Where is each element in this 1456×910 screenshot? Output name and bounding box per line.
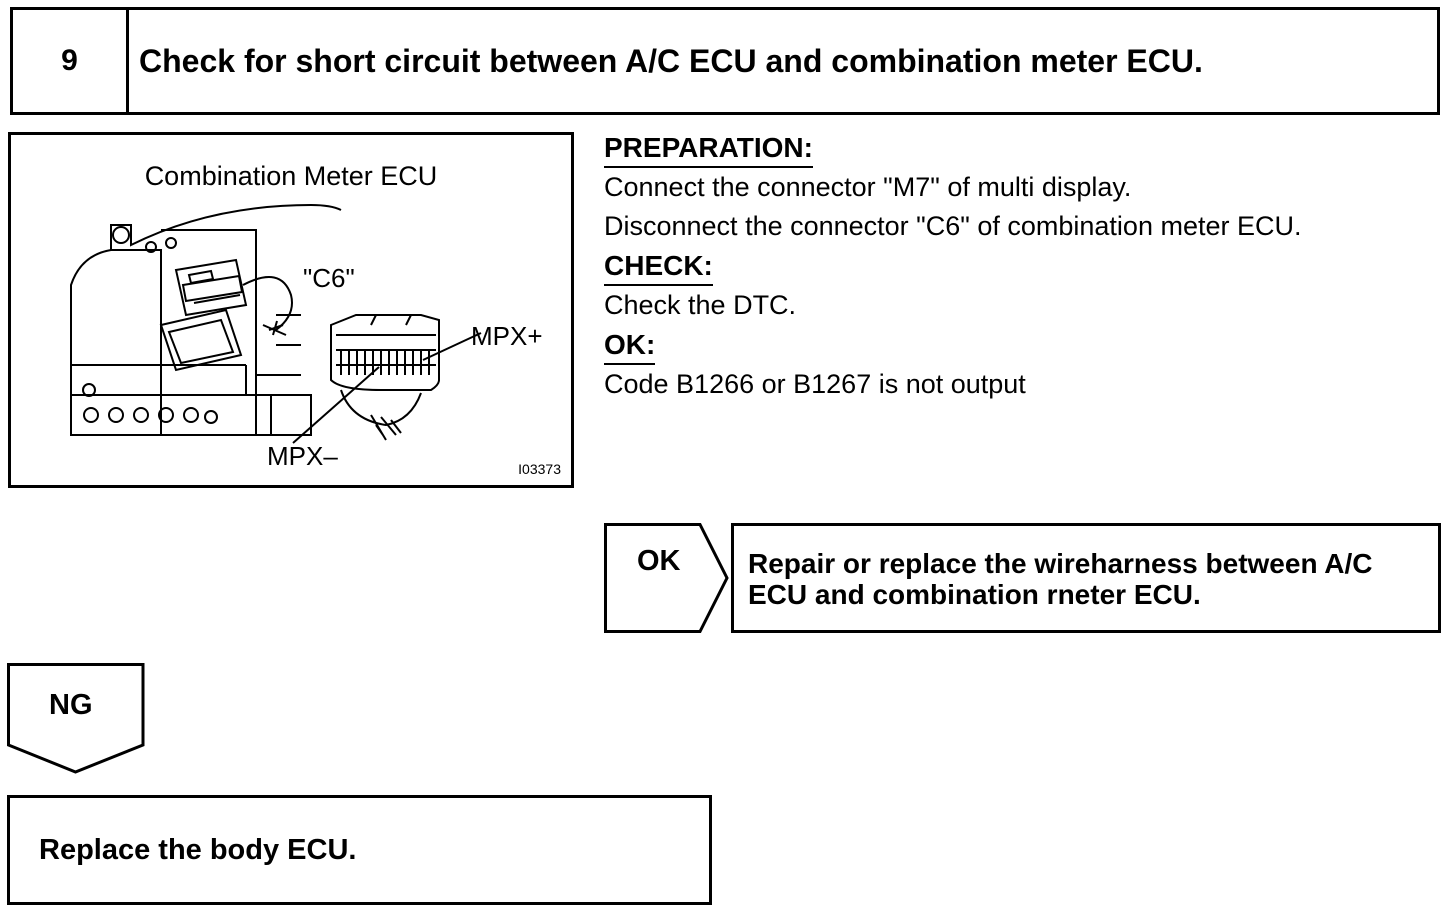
- step-header: 9 Check for short circuit between A/C EC…: [10, 7, 1440, 115]
- ng-result-box: Replace the body ECU.: [7, 795, 712, 905]
- preparation-line-2: Disconnect the connector "C6" of combina…: [604, 211, 1302, 241]
- ok-criteria-line: Code B1266 or B1267 is not output: [604, 369, 1026, 399]
- figure-title: Combination Meter ECU: [144, 161, 438, 191]
- step-number: 9: [13, 10, 129, 112]
- check-heading: CHECK:: [604, 248, 713, 286]
- ok-result-text: Repair or replace the wireharness betwee…: [748, 548, 1373, 610]
- mpx-plus-label: MPX+: [471, 321, 543, 351]
- ng-arrow-tag: NG: [7, 663, 147, 775]
- check-line: Check the DTC.: [604, 290, 797, 320]
- figure-id: I03373: [518, 461, 561, 477]
- ng-label: NG: [49, 689, 93, 721]
- preparation-line-1: Connect the connector "M7" of multi disp…: [604, 172, 1132, 202]
- instructions: PREPARATION: Connect the connector "M7" …: [604, 128, 1444, 404]
- ok-heading: OK:: [604, 327, 656, 365]
- ok-arrow-tag: OK: [604, 523, 730, 633]
- ng-arrow-shape: [7, 663, 145, 774]
- ok-result-line-1: Repair or replace the wireharness betwee…: [748, 548, 1373, 579]
- mpx-minus-label: MPX–: [267, 441, 338, 471]
- ng-result-text: Replace the body ECU.: [39, 833, 357, 866]
- ok-label: OK: [637, 545, 681, 577]
- ok-arrow-shape: [604, 523, 729, 633]
- ok-result-box: Repair or replace the wireharness betwee…: [731, 523, 1441, 633]
- preparation-heading: PREPARATION:: [604, 130, 813, 168]
- ecu-connector-illustration: [70, 203, 482, 444]
- step-title: Check for short circuit between A/C ECU …: [139, 42, 1203, 79]
- ok-result-line-2: ECU and combination rneter ECU.: [748, 579, 1201, 610]
- connector-figure: Combination Meter ECU "C6" MPX+ MPX– I03…: [8, 132, 574, 488]
- c6-connector-label: "C6": [303, 263, 355, 293]
